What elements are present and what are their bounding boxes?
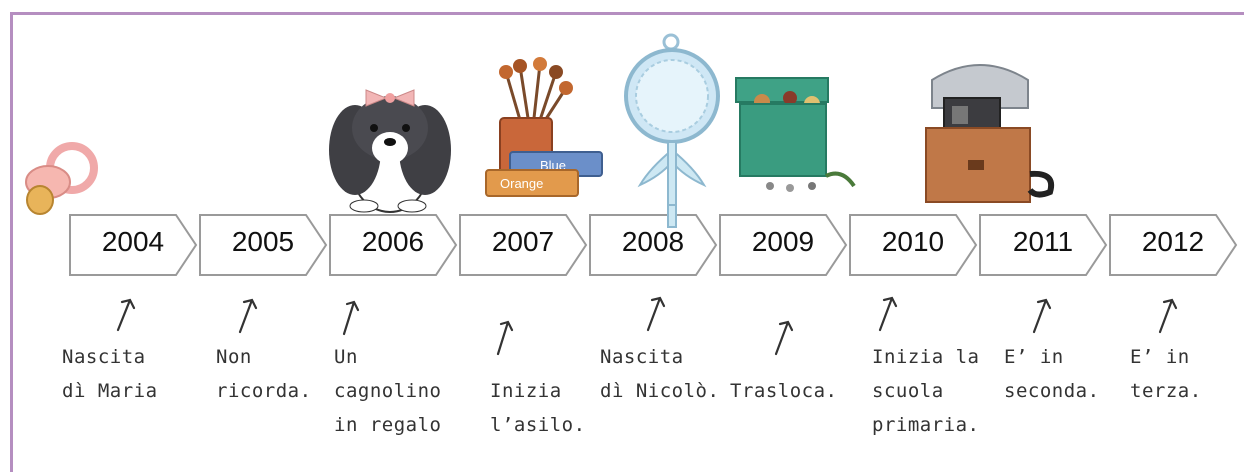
pointer-arrow-2006 <box>342 300 360 336</box>
note-2012: E’ in terza. <box>1130 346 1202 402</box>
pointer-arrow-2009 <box>774 320 794 356</box>
pointer-arrow-2005 <box>238 298 258 334</box>
year-arrow-2004 <box>69 214 198 276</box>
note-2006: Un cagnolino in regalo <box>334 346 442 436</box>
school-bag-icon <box>925 64 1054 203</box>
rattle-icon <box>624 33 720 229</box>
pacifier-icon <box>25 142 98 215</box>
year-label-2005: 2005 <box>231 226 295 257</box>
year-arrow-2011 <box>979 214 1108 276</box>
diagram-frame <box>10 12 1244 472</box>
year-arrow-2008 <box>589 214 718 276</box>
note-2010: Inizia la scuola primaria. <box>872 346 980 436</box>
dog-with-bow-icon <box>329 89 451 213</box>
year-label-2008: 2008 <box>621 226 685 257</box>
note-2008: Nascita dì Nicolò. <box>600 346 720 402</box>
paint-jar-icon: Blue Orange <box>485 57 603 197</box>
year-label-2011: 2011 <box>1012 226 1074 257</box>
year-arrow-2006 <box>329 214 458 276</box>
year-label-2004: 2004 <box>101 226 165 257</box>
pointer-arrow-2010 <box>878 296 898 332</box>
pointer-arrow-2011 <box>1032 298 1052 334</box>
year-arrow-2007 <box>459 214 588 276</box>
moving-box-icon <box>735 77 856 192</box>
year-arrow-2010 <box>849 214 978 276</box>
timeline-arrows <box>69 214 1238 276</box>
year-label-2012: 2012 <box>1141 226 1205 257</box>
note-2009: Trasloca. <box>730 380 838 402</box>
year-arrow-2005 <box>199 214 328 276</box>
pointer-arrow-2004 <box>116 298 136 332</box>
pointer-arrows <box>116 296 1178 356</box>
pointer-arrow-2012 <box>1158 298 1178 334</box>
rattle-handle <box>667 204 677 228</box>
pointer-arrow-2007 <box>496 320 514 356</box>
note-2011: E’ in seconda. <box>1004 346 1100 402</box>
year-label-2007: 2007 <box>491 226 555 257</box>
year-arrow-2009 <box>719 214 848 276</box>
year-label-2006: 2006 <box>361 226 425 257</box>
pointer-arrow-2008 <box>646 296 666 332</box>
timeline-diagram: Blue Orange <box>25 33 1238 356</box>
note-2004: Nascita dì Maria <box>62 346 158 402</box>
year-arrow-2012 <box>1109 214 1238 276</box>
note-2005: Non ricorda. <box>216 346 312 402</box>
note-2007: Inizia l’asilo. <box>490 380 586 436</box>
orange-tube-label: Orange <box>500 176 543 191</box>
year-label-2009: 2009 <box>751 226 815 257</box>
year-label-2010: 2010 <box>881 226 945 257</box>
